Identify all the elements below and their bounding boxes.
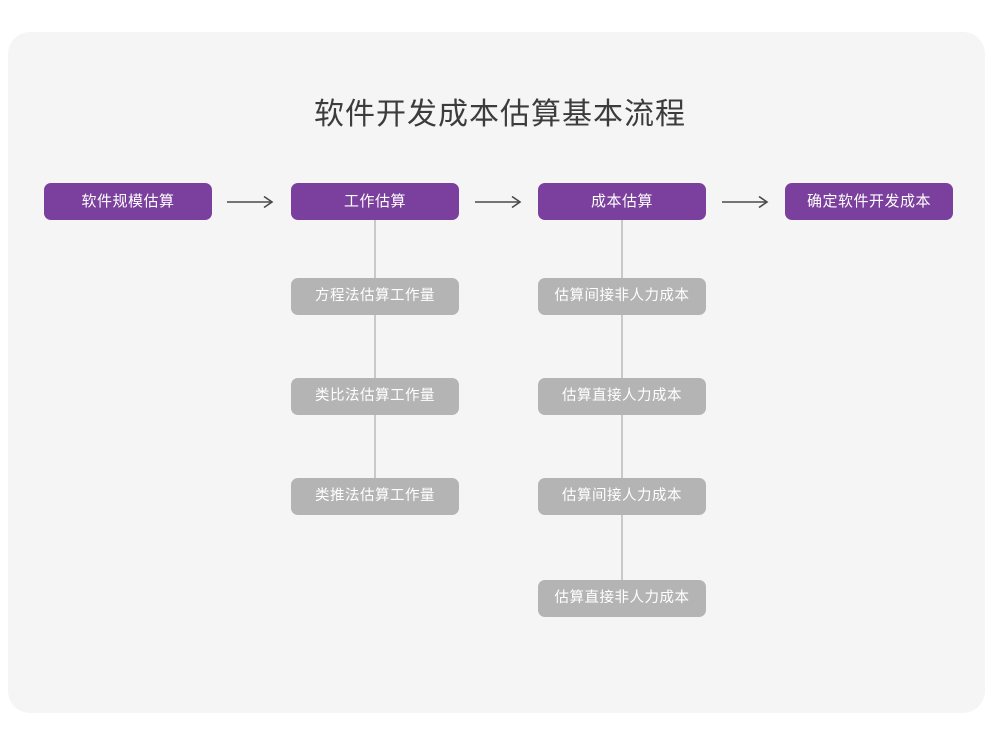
diagram-card — [8, 32, 985, 713]
sub-node-label: 方程法估算工作量 — [315, 288, 435, 305]
sub-node-label: 估算直接人力成本 — [562, 388, 682, 405]
flow-node-step-4[interactable]: 确定软件开发成本 — [785, 183, 953, 220]
flow-node-step-1[interactable]: 软件规模估算 — [44, 183, 212, 220]
flow-node-label: 成本估算 — [590, 193, 653, 210]
sub-node-cost-4[interactable]: 估算直接非人力成本 — [538, 580, 706, 617]
sub-node-label: 类推法估算工作量 — [315, 488, 435, 505]
arrow-right-icon — [475, 195, 522, 208]
sub-node-label: 估算间接非人力成本 — [554, 288, 690, 305]
flow-arrow-2 — [470, 183, 530, 220]
flow-arrow-3 — [717, 183, 777, 220]
page-title: 软件开发成本估算基本流程 — [314, 98, 686, 131]
sub-node-cost-1[interactable]: 估算间接非人力成本 — [538, 278, 706, 315]
sub-node-cost-2[interactable]: 估算直接人力成本 — [538, 378, 706, 415]
sub-node-work-2[interactable]: 类比法估算工作量 — [291, 378, 459, 415]
sub-node-label: 估算间接人力成本 — [562, 488, 682, 505]
flow-arrow-1 — [222, 183, 282, 220]
sub-node-label: 类比法估算工作量 — [315, 388, 435, 405]
sub-node-label: 估算直接非人力成本 — [554, 590, 690, 607]
arrow-right-icon — [722, 195, 769, 208]
connector-line-cost-column — [621, 220, 623, 610]
sub-node-cost-3[interactable]: 估算间接人力成本 — [538, 478, 706, 515]
arrow-right-icon — [227, 195, 274, 208]
flow-node-step-3[interactable]: 成本估算 — [538, 183, 706, 220]
sub-node-work-1[interactable]: 方程法估算工作量 — [291, 278, 459, 315]
flow-node-label: 工作估算 — [343, 193, 406, 210]
flow-node-label: 确定软件开发成本 — [806, 193, 931, 210]
sub-node-work-3[interactable]: 类推法估算工作量 — [291, 478, 459, 515]
flow-node-label: 软件规模估算 — [81, 193, 175, 210]
flow-node-step-2[interactable]: 工作估算 — [291, 183, 459, 220]
connector-line-work-column — [374, 220, 376, 508]
